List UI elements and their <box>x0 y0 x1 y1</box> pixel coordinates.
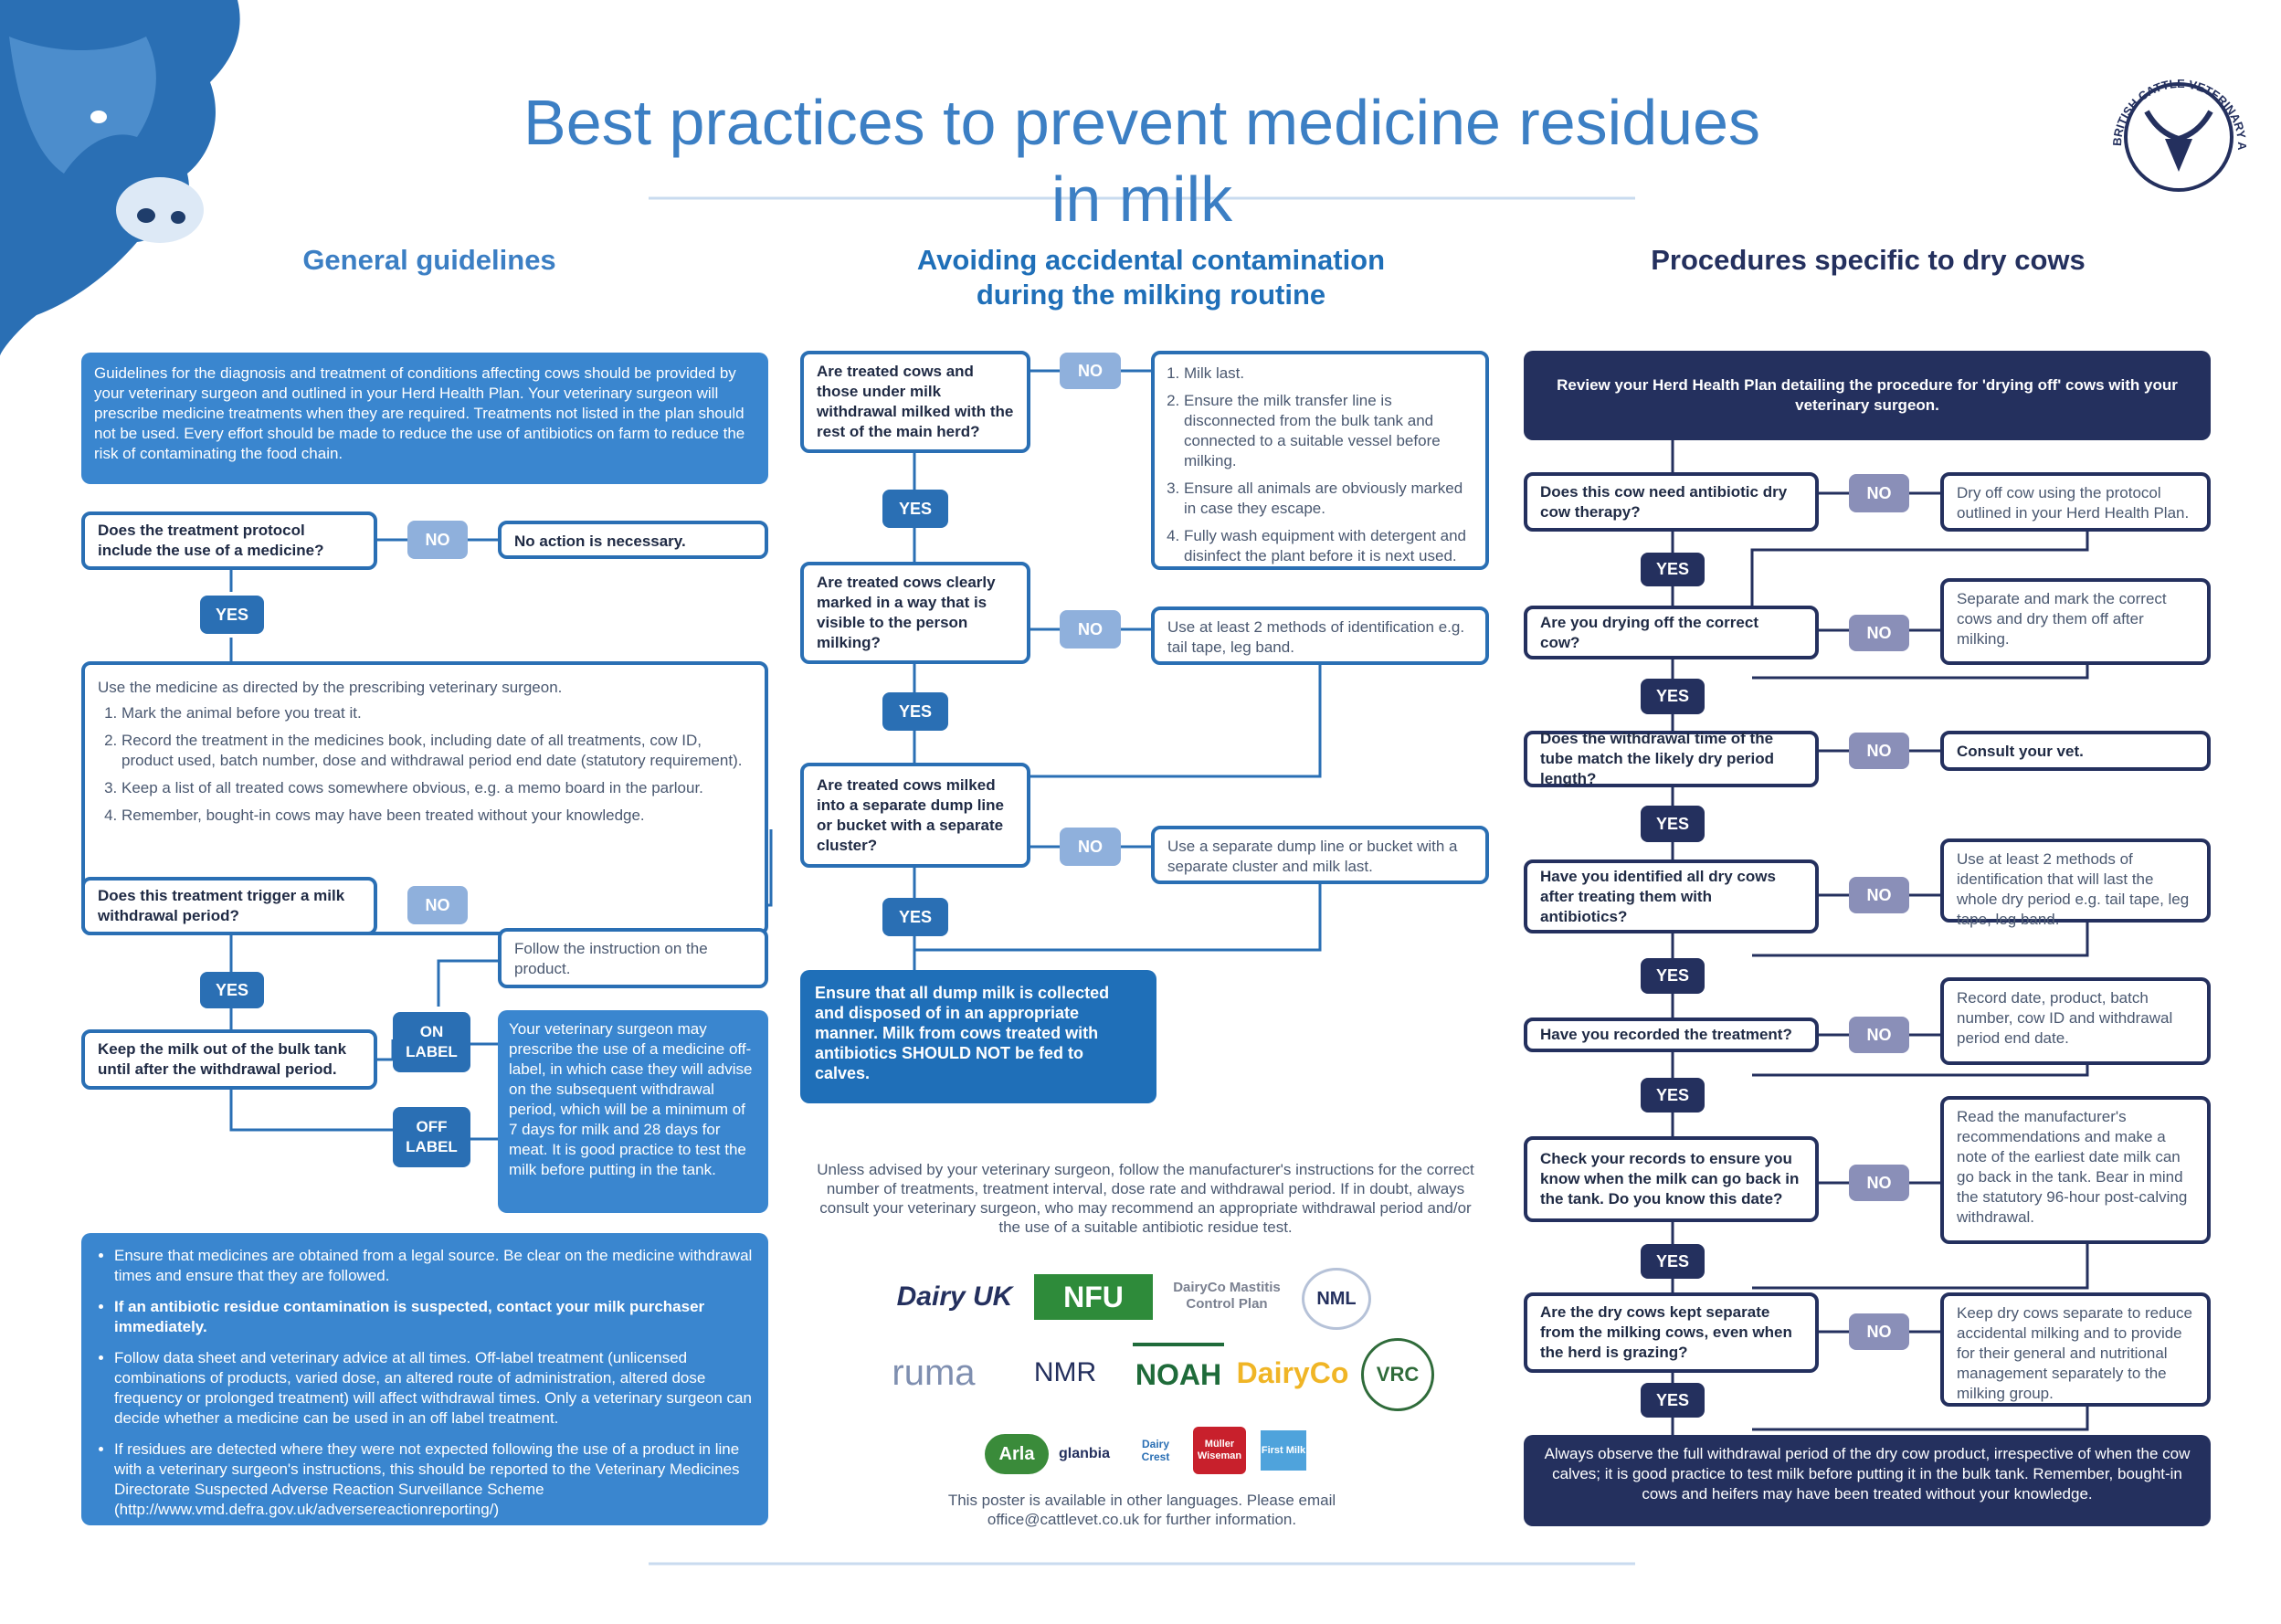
use-step: Keep a list of all treated cows somewher… <box>121 778 752 798</box>
col1-heading: General guidelines <box>302 244 556 276</box>
use-step: Record the treatment in the medicines bo… <box>121 731 752 771</box>
col2-q2-no-badge: NO <box>1060 610 1121 649</box>
logo-muller: Müller Wiseman <box>1193 1427 1246 1474</box>
col3-no-badge-7: NO <box>1849 1313 1909 1350</box>
col2-q3-no-box: Use a separate dump line or bucket with … <box>1151 826 1489 884</box>
col3-yes-6: YES <box>1641 1244 1705 1279</box>
col3-yes-1: YES <box>1641 553 1705 586</box>
col3-no-badge-4: NO <box>1849 877 1909 913</box>
col3-q7: Are the dry cows kept separate from the … <box>1524 1292 1819 1373</box>
logo-nmr: NMR <box>1033 1357 1097 1387</box>
col2-note: Unless advised by your veterinary surgeo… <box>817 1161 1474 1236</box>
col1-keep-milk: Keep the milk out of the bulk tank until… <box>81 1029 377 1090</box>
col1-q1: Does the treatment protocol include the … <box>81 511 377 570</box>
logo-nml: NML <box>1302 1268 1371 1330</box>
col1-bullets: Ensure that medicines are obtained from … <box>81 1233 768 1525</box>
logo-vrc: VRC <box>1361 1338 1434 1411</box>
bullet-item: If an antibiotic residue contamination i… <box>114 1297 755 1337</box>
col3-yes-7: YES <box>1641 1383 1705 1418</box>
col3-yes-3: YES <box>1641 806 1705 842</box>
col3-yes-2: YES <box>1641 679 1705 714</box>
col2-yes-3: YES <box>882 898 948 936</box>
col3-no-box-2: Separate and mark the correct cows and d… <box>1940 578 2211 665</box>
bullet-item: If residues are detected where they were… <box>114 1439 755 1520</box>
use-steps-list: Mark the animal before you treat it. Rec… <box>98 703 752 826</box>
col1-q1-no-badge: NO <box>407 521 468 559</box>
col1-yes-1: YES <box>200 596 264 634</box>
col3-no-badge-3: NO <box>1849 733 1909 769</box>
col3-no-box-7: Keep dry cows separate to reduce acciden… <box>1940 1292 2211 1407</box>
logo-arla: Arla <box>985 1434 1049 1474</box>
col1-follow-instruction: Follow the instruction on the product. <box>498 928 768 988</box>
col3-final: Always observe the full withdrawal perio… <box>1524 1435 2211 1526</box>
col2-q3-no-badge: NO <box>1060 828 1121 866</box>
col2-q1-no-badge: NO <box>1060 353 1121 389</box>
col2-q3: Are treated cows milked into a separate … <box>800 763 1030 868</box>
col1-intro: Guidelines for the diagnosis and treatme… <box>81 353 768 484</box>
on-label-badge: ON LABEL <box>393 1012 470 1072</box>
use-step: Remember, bought-in cows may have been t… <box>121 806 752 826</box>
col3-no-badge-6: NO <box>1849 1165 1909 1201</box>
col3-no-badge-1: NO <box>1849 474 1909 512</box>
col3-q2: Are you drying off the correct cow? <box>1524 606 1819 659</box>
col3-no-badge-2: NO <box>1849 615 1909 651</box>
col3-no-box-6: Read the manufacturer's recommendations … <box>1940 1096 2211 1244</box>
col2-q2: Are treated cows clearly marked in a way… <box>800 562 1030 664</box>
col2-yes-2: YES <box>882 692 948 731</box>
col3-no-box-1: Dry off cow using the protocol outlined … <box>1940 472 2211 532</box>
col3-no-box-5: Record date, product, batch number, cow … <box>1940 977 2211 1065</box>
use-intro: Use the medicine as directed by the pres… <box>98 679 563 696</box>
bullet-item: Ensure that medicines are obtained from … <box>114 1246 755 1286</box>
logo-dairyco: DairyCo <box>1236 1355 1349 1389</box>
col2-q2-no-box: Use at least 2 methods of identification… <box>1151 606 1489 665</box>
col2-q1-no-box: Milk last. Ensure the milk transfer line… <box>1151 351 1489 570</box>
col3-q6: Check your records to ensure you know wh… <box>1524 1136 1819 1222</box>
col2-step: Milk last. <box>1184 364 1476 384</box>
logo-glanbia: glanbia <box>1058 1446 1110 1461</box>
col2-step: Ensure the milk transfer line is disconn… <box>1184 391 1476 471</box>
logo-dairy-crest: Dairy Crest <box>1141 1438 1170 1463</box>
col2-steps-list: Milk last. Ensure the milk transfer line… <box>1164 364 1476 566</box>
logo-first-milk: First Milk <box>1261 1430 1306 1471</box>
col1-q1-no-box: No action is necessary. <box>498 521 768 559</box>
col3-no-badge-5: NO <box>1849 1017 1909 1053</box>
col2-yes-1: YES <box>882 490 948 528</box>
col3-heading: Procedures specific to dry cows <box>1651 244 2086 276</box>
logo-dairy-uk: Dairy UK <box>896 1281 1013 1312</box>
bullet-item: Follow data sheet and veterinary advice … <box>114 1348 755 1429</box>
availability-note: This poster is available in other langua… <box>947 1492 1336 1528</box>
logo-mastitis: DairyCo Mastitis Control Plan <box>1173 1280 1281 1312</box>
col1-q2-no-badge: NO <box>407 886 468 924</box>
col3-yes-5: YES <box>1641 1078 1705 1113</box>
col2-step: Fully wash equipment with detergent and … <box>1184 526 1476 566</box>
col3-q5: Have you recorded the treatment? <box>1524 1018 1819 1052</box>
col3-no-box-4: Use at least 2 methods of identification… <box>1940 838 2211 928</box>
col2-final: Ensure that all dump milk is collected a… <box>800 970 1156 1103</box>
col1-yes-2: YES <box>200 972 264 1008</box>
off-label-badge: OFF LABEL <box>393 1107 470 1167</box>
col3-intro: Review your Herd Health Plan detailing t… <box>1524 351 2211 440</box>
logo-nfu: NFU <box>1034 1274 1153 1320</box>
bcva-logo: BRITISH CATTLE VETERINARY ASSOCIATION <box>2096 44 2256 201</box>
bcva-emblem-icon: BRITISH CATTLE VETERINARY ASSOCIATION <box>2096 44 2249 192</box>
col3-yes-4: YES <box>1641 958 1705 994</box>
col1-q2: Does this treatment trigger a milk withd… <box>81 877 377 935</box>
cow-illustration <box>0 0 240 356</box>
use-step: Mark the animal before you treat it. <box>121 703 752 723</box>
col2-step: Ensure all animals are obviously marked … <box>1184 479 1476 519</box>
col2-heading: Avoiding accidental contamination during… <box>916 244 1386 311</box>
col3-q1: Does this cow need antibiotic dry cow th… <box>1524 472 1819 532</box>
col3-no-box-3: Consult your vet. <box>1940 731 2211 771</box>
col3-q3: Does the withdrawal time of the tube mat… <box>1524 730 1819 787</box>
col2-q1: Are treated cows and those under milk wi… <box>800 351 1030 453</box>
logo-noah: NOAH <box>1133 1343 1224 1403</box>
page-title: Best practices to prevent medicine resid… <box>523 87 1760 235</box>
logo-ruma: ruma <box>892 1352 976 1393</box>
off-label-info: Your veterinary surgeon may prescribe th… <box>498 1010 768 1213</box>
col3-q4: Have you identified all dry cows after t… <box>1524 859 1819 933</box>
bullet-list: Ensure that medicines are obtained from … <box>94 1246 755 1520</box>
